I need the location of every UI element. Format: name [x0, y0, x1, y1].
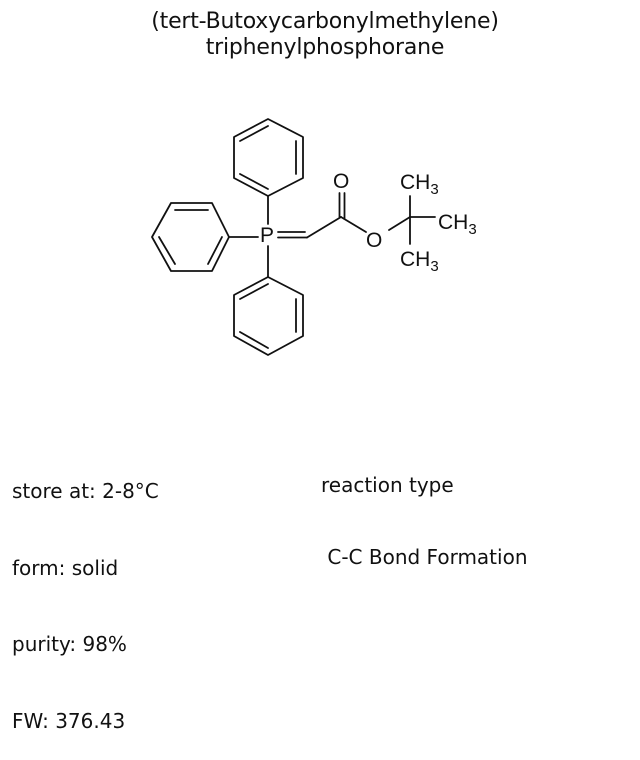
- storage-condition: store at: 2-8°C: [12, 479, 159, 503]
- reaction-block: reaction type C-C Bond Formation: [321, 425, 528, 593]
- compound-title: (tert-Butoxycarbonylmethylene) triphenyl…: [0, 9, 640, 61]
- atom-ester-oxygen: O: [366, 229, 382, 252]
- bond-carbonyl-double: [338, 192, 346, 220]
- reaction-type-value: C-C Bond Formation: [321, 545, 528, 569]
- bond-ester-o-tbu: [388, 216, 411, 231]
- methyl-top-label: CH3: [400, 171, 439, 198]
- purity: purity: 98%: [12, 632, 127, 656]
- atom-phosphorus: P: [260, 224, 274, 247]
- phenyl-ring-top: [233, 118, 304, 197]
- properties-block: store at: 2-8°C form: solid purity: 98% …: [12, 428, 159, 760]
- compound-name-line2: triphenylphosphorane: [205, 35, 445, 60]
- phenyl-ring-left: [151, 202, 230, 272]
- phenyl-ring-bottom: [233, 276, 304, 356]
- physical-form: form: solid: [12, 555, 119, 580]
- atom-carbonyl-oxygen: O: [333, 170, 349, 193]
- bond-carbonyl-ester-o: [340, 216, 367, 233]
- methyl-right-label: CH3: [438, 211, 477, 238]
- compound-name-line1: (tert-Butoxycarbonylmethylene): [151, 9, 499, 34]
- chemical-structure: P O O CH3 CH3 CH3: [151, 118, 477, 356]
- formula-weight: FW: 376.43: [12, 708, 126, 733]
- methyl-bottom-label: CH3: [400, 248, 439, 275]
- bond-p-ylide-double: [277, 231, 308, 239]
- reaction-type-label: reaction type: [321, 473, 454, 497]
- bond-ch-carbonyl: [306, 216, 342, 239]
